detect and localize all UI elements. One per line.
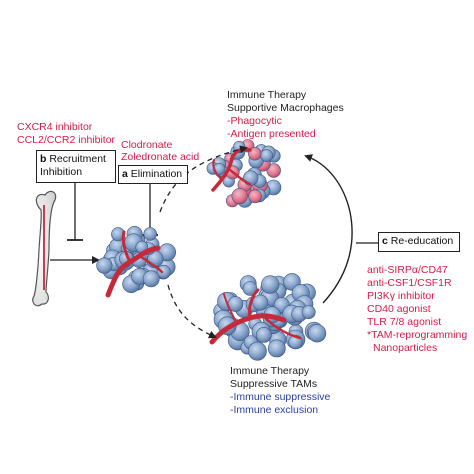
suppressive-feature-2: -Immune exclusion	[230, 404, 319, 416]
tumor-cell	[242, 281, 258, 296]
supportive-title-line1: Immune Therapy	[227, 89, 307, 101]
recruitment-drug-1: CXCR4 inhibitor	[17, 121, 93, 133]
macrophage-cell	[231, 188, 248, 205]
recruitment-label-line2: Inhibition	[40, 166, 83, 178]
tumor-cell	[156, 264, 171, 279]
supportive-title-line2: Supportive Macrophages	[227, 102, 344, 114]
elimination-to-supportive-arrow	[159, 145, 248, 213]
elimination-box: a Elimination	[118, 165, 188, 184]
supportive-feature-2: -Antigen presented	[227, 128, 316, 140]
macrophage-cell	[266, 163, 281, 178]
suppressive-title-line2: Suppressive TAMs	[230, 378, 318, 390]
tumor-cell	[308, 324, 327, 343]
suppressive-feature-1: -Immune suppressive	[230, 391, 331, 403]
recruitment-label-line1: Recruitment	[49, 153, 106, 165]
tumor-cell	[301, 305, 316, 319]
tumor-left	[96, 226, 177, 298]
elimination-drug-2: Zoledronate acid	[121, 151, 200, 163]
reeducation-drug-2: anti-CSF1/CSF1R	[367, 277, 452, 289]
reeducation-label: Re-education	[390, 235, 454, 247]
recruitment-drug-2: CCL2/CCR2 inhibitor	[17, 134, 116, 146]
tumor-to-suppressive-arrow	[167, 284, 217, 339]
bone-icon	[32, 190, 57, 307]
tumor-suppressive	[209, 273, 327, 361]
tumor-cell	[255, 326, 272, 343]
reeducation-drug-7: Nanoparticles	[373, 342, 438, 354]
tumor-cell	[142, 270, 160, 288]
tumor-cell	[143, 227, 157, 241]
tumor-cell	[261, 275, 280, 294]
recruitment-letter: b	[40, 153, 47, 165]
elimination-drug-1: Clodronate	[121, 139, 173, 151]
tumor-cell	[260, 149, 273, 162]
tumor-supportive	[206, 139, 282, 208]
macrophage-cell	[248, 189, 262, 204]
reeducation-drug-5: TLR 7/8 agonist	[367, 316, 442, 328]
elimination-inhibition-line	[142, 183, 158, 236]
reeducation-drug-6: *TAM-reprogramming	[367, 329, 468, 341]
reeducation-drug-3: PI3Kγ inhibitor	[367, 290, 435, 302]
supportive-feature-1: -Phagocytic	[227, 115, 282, 127]
reeducation-arrow	[304, 154, 353, 304]
elimination-label: Elimination	[130, 168, 183, 180]
reeducation-drug-1: anti-SIRPα/CD47	[367, 264, 448, 276]
suppressive-title-line1: Immune Therapy	[230, 365, 310, 377]
reeducation-box: c Re-education	[378, 232, 460, 252]
tumor-cell	[267, 339, 286, 358]
tumor-cell	[247, 341, 267, 361]
reeducation-drug-4: CD40 agonist	[367, 303, 431, 315]
recruitment-inhibition-box: b Recruitment Inhibition	[36, 150, 116, 183]
tumor-cell	[96, 257, 113, 274]
elimination-letter: a	[122, 168, 128, 180]
tumor-cell	[252, 294, 269, 311]
recruitment-inhibition-line	[67, 183, 83, 241]
reeducation-letter: c	[382, 235, 388, 247]
